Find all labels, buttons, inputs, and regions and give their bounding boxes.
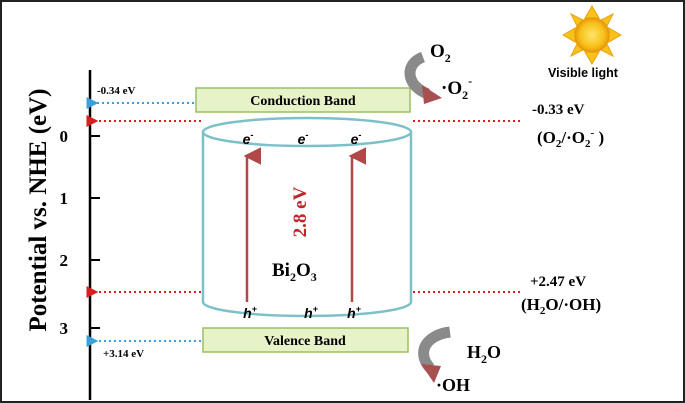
tick-label-0: 0 bbox=[60, 127, 69, 146]
reduction-curved-arrow bbox=[404, 51, 442, 104]
electron-label: e- bbox=[351, 130, 362, 147]
vb-edge-value: +3.14 eV bbox=[103, 348, 144, 360]
conduction-band-label: Conduction Band bbox=[250, 94, 356, 109]
hole-label: h+ bbox=[304, 304, 319, 321]
oxidation-reactant: H2O bbox=[467, 342, 501, 366]
semiconductor-label: Bi2O3 bbox=[272, 260, 317, 284]
cb-edge-value: -0.34 eV bbox=[97, 85, 136, 97]
valence-band-label: Valence Band bbox=[264, 334, 346, 349]
band-gap-value: 2.8 eV bbox=[290, 186, 311, 237]
oxidation-potential-value: +2.47 eV bbox=[530, 274, 586, 290]
tick-label-3: 3 bbox=[60, 319, 69, 338]
y-ticks: 0 1 2 3 bbox=[60, 127, 100, 338]
reduction-arrow-shaft bbox=[404, 51, 431, 100]
holes: h+ h+ h+ bbox=[243, 304, 362, 321]
cylinder-top bbox=[201, 116, 413, 148]
reduction-couple: (O2/·O2- ) bbox=[537, 127, 604, 150]
reduction-potential-value: -0.33 eV bbox=[532, 102, 585, 118]
oxidation-couple: (H2O/·OH) bbox=[521, 295, 601, 317]
tick-label-2: 2 bbox=[60, 251, 69, 270]
hole-label: h+ bbox=[243, 304, 258, 321]
reduction-arrow-head bbox=[422, 85, 442, 104]
tick-label-1: 1 bbox=[60, 189, 69, 208]
hole-label: h+ bbox=[347, 304, 362, 321]
valence-band-box bbox=[202, 327, 409, 353]
reduction-reactant: O2 bbox=[430, 41, 451, 65]
reduction-product: ·O2- bbox=[441, 74, 472, 102]
oxidation-product: ·OH bbox=[436, 375, 470, 395]
oxidation-arrow-head bbox=[421, 364, 441, 383]
cylinder-body bbox=[201, 132, 413, 318]
electron-label: e- bbox=[243, 130, 254, 147]
sun-icon bbox=[562, 5, 622, 65]
semiconductor-cylinder bbox=[201, 116, 413, 318]
electron-label: e- bbox=[298, 130, 309, 147]
electrons: e- e- e- bbox=[243, 130, 362, 147]
oxidation-arrow-shaft bbox=[418, 326, 452, 372]
oxidation-curved-arrow bbox=[418, 326, 452, 383]
visible-light-label: Visible light bbox=[548, 66, 619, 80]
y-axis-label: Potential vs. NHE (eV) bbox=[25, 88, 52, 331]
conduction-band-box bbox=[195, 87, 411, 113]
